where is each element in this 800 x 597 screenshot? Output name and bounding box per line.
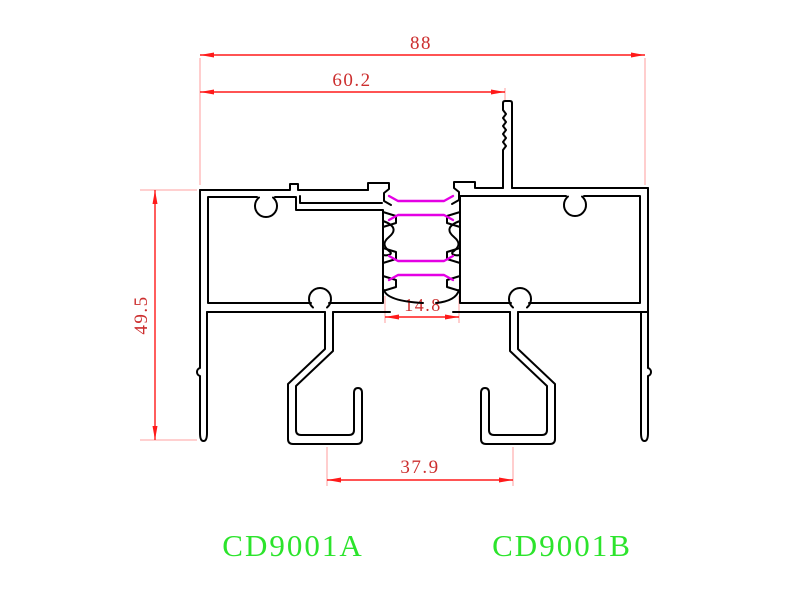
dimension-upper-left-width: 60.2 [200,70,505,95]
dim-upper-left-width-text: 60.2 [332,70,371,91]
dim-thermal-break-width-text: 14.8 [404,295,442,315]
right-profile-outline [435,100,652,445]
dimension-bottom-hook-spacing: 37.9 [327,457,513,483]
extension-lines [140,58,646,486]
dimension-thermal-break-width: 14.8 [385,295,459,320]
thermal-break-strips [387,194,455,282]
dimension-overall-width: 88 [200,33,645,58]
dim-overall-width-text: 88 [410,33,432,54]
dim-bottom-hook-spacing-text: 37.9 [400,457,439,478]
right-profile-label: CD9001B [492,528,632,563]
left-profile-outline [196,182,424,445]
dim-left-height-text: 49.5 [131,295,152,334]
left-profile-label: CD9001A [222,528,363,563]
dimension-left-height: 49.5 [131,190,158,440]
